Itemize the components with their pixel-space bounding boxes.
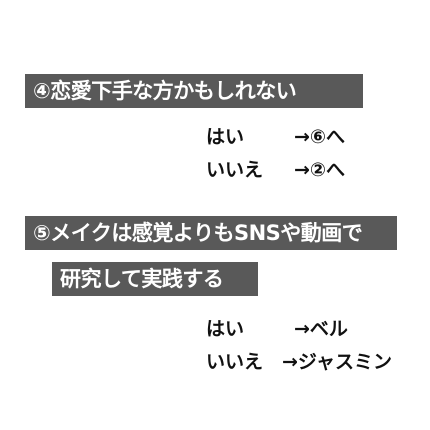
answer-result-label: →②へ [294,159,346,181]
answer-option-label: いいえ [206,159,264,181]
question-4-title: ④恋愛下手な方かもしれない [25,74,363,108]
question-5-title-line-1: ⑤メイクは感覚よりもSNSや動画で [25,216,397,250]
question-5-title-line-2: 研究して実践する [52,262,258,296]
answer-option-label: はい [206,318,245,340]
answer-option-label: はい [206,126,245,148]
answer-option-label: いいえ [206,351,264,373]
answer-result-label: →ジャスミン [282,351,392,373]
answer-result-label: →⑥へ [294,126,346,148]
answer-result-label: →ベル [294,318,348,340]
